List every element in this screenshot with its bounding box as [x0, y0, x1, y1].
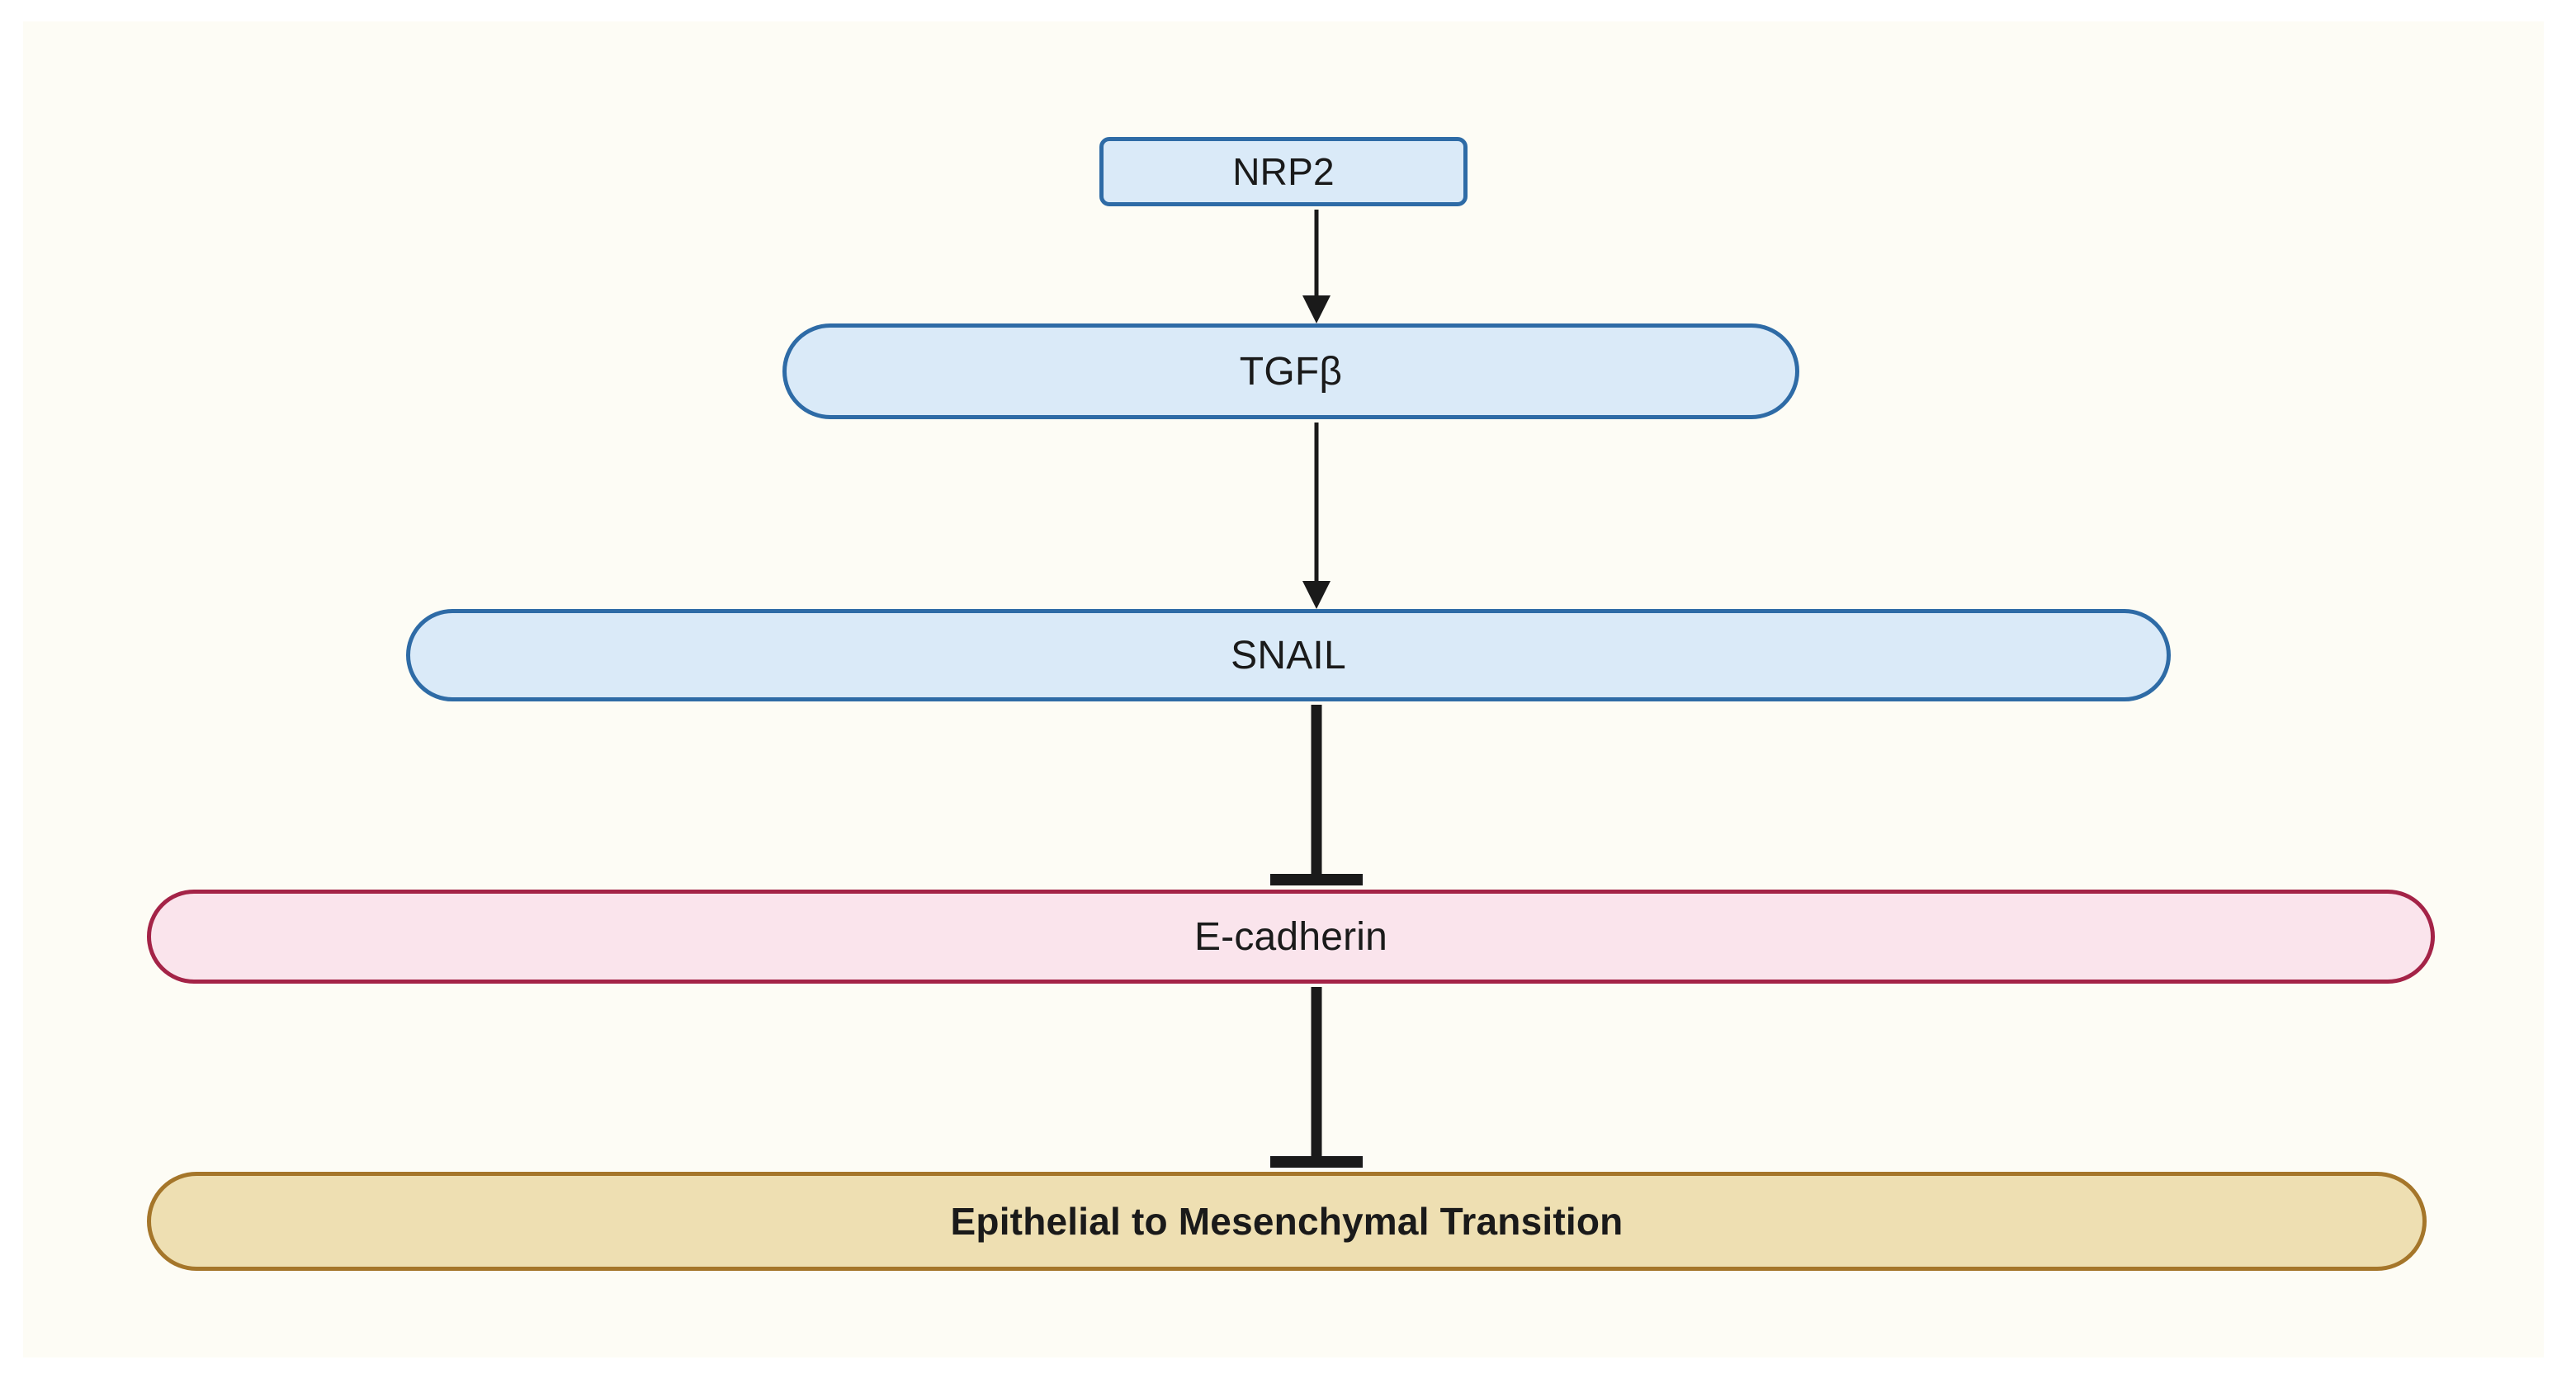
connector-ecadherin-inhibits-emt-tbar-icon — [1270, 987, 1363, 1168]
node-tgfb-label: TGFβ — [1239, 349, 1343, 394]
node-nrp2[interactable]: NRP2 — [1099, 137, 1468, 206]
node-emt-label: Epithelial to Mesenchymal Transition — [950, 1200, 1624, 1243]
node-nrp2-label: NRP2 — [1232, 150, 1335, 193]
node-snail-label: SNAIL — [1231, 633, 1346, 677]
node-snail[interactable]: SNAIL — [406, 609, 2171, 701]
connector-tgfb-to-snail-arrow-icon — [1302, 423, 1331, 609]
node-emt[interactable]: Epithelial to Mesenchymal Transition — [147, 1172, 2427, 1271]
connector-nrp2-to-tgfb-arrow-icon — [1302, 210, 1331, 323]
diagram-canvas: NRP2 TGFβ SNAIL E-cadherin Epithelial to… — [23, 21, 2544, 1357]
node-tgfb[interactable]: TGFβ — [782, 323, 1799, 419]
connector-snail-inhibits-ecadherin-tbar-icon — [1270, 705, 1363, 885]
node-ecadherin-label: E-cadherin — [1193, 914, 1388, 959]
node-ecadherin[interactable]: E-cadherin — [147, 890, 2435, 984]
